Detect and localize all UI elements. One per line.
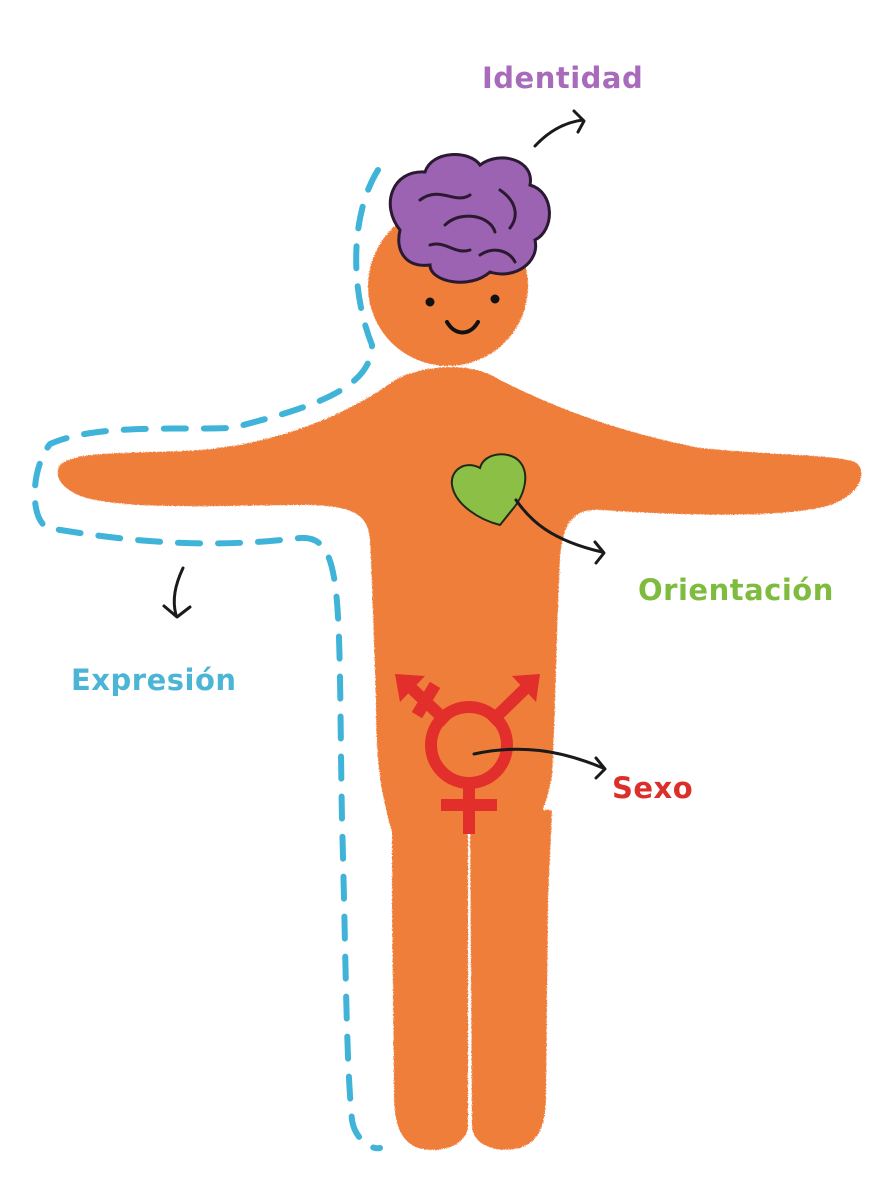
brain-icon [388, 153, 551, 284]
left-eye [425, 297, 435, 307]
expresion-arrowhead [162, 604, 192, 619]
right-eye [490, 294, 500, 304]
annotation-arrows [162, 109, 607, 780]
heart-icon [450, 453, 527, 527]
sexo-arrow [472, 747, 605, 770]
label-orientacion: Orientación [638, 573, 834, 607]
face [425, 294, 500, 335]
torso-and-arms [57, 367, 862, 832]
smile [445, 320, 480, 335]
label-identidad: Identidad [482, 61, 644, 95]
identidad-arrow [533, 118, 585, 148]
transgender-symbol-icon [398, 675, 539, 834]
orientacion-arrow [514, 498, 604, 554]
transgender-arrowheads [395, 674, 540, 702]
left-leg [392, 810, 468, 1150]
label-sexo: Sexo [612, 771, 694, 805]
sexo-arrowhead [594, 756, 607, 780]
expresion-arrow [172, 566, 185, 617]
expression-dashed-outline [31, 167, 383, 1152]
label-expresion: Expresión [71, 663, 237, 697]
right-leg [470, 810, 552, 1150]
identidad-arrowhead [572, 109, 586, 134]
orientacion-arrowhead [593, 540, 606, 565]
